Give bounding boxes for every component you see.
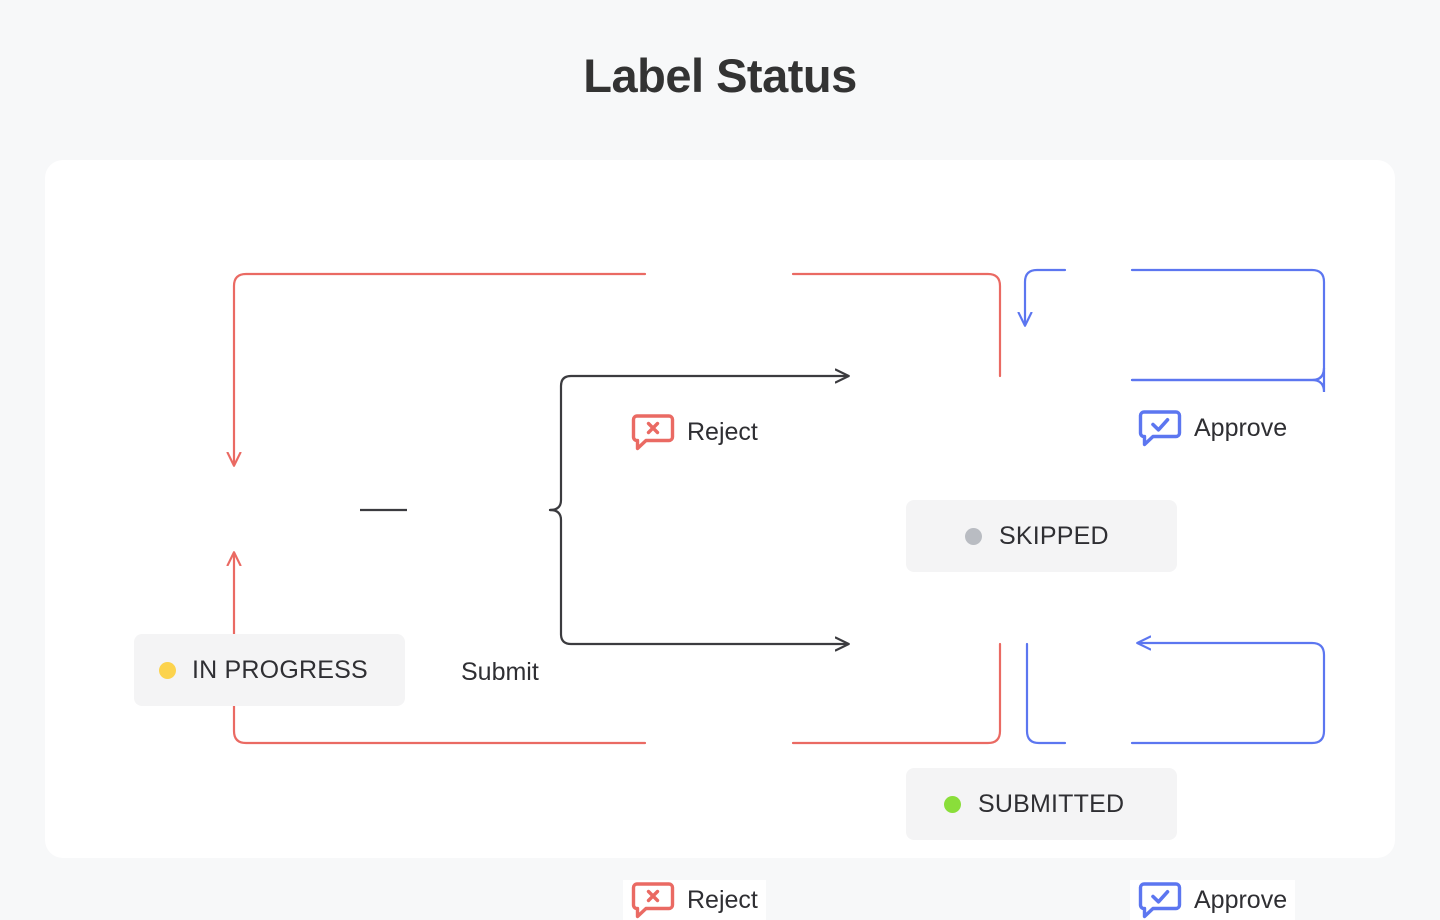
action-chip-reject-top[interactable]: Reject <box>623 412 766 452</box>
node-skipped[interactable]: SKIPPED <box>906 500 1177 572</box>
edge-reject-bottom-left <box>234 553 647 745</box>
edge-reject-bottom-right <box>791 642 1002 745</box>
node-in-progress-label: IN PROGRESS <box>192 655 368 684</box>
edge-reject-bottom-group <box>234 553 1002 745</box>
bubble-check-icon <box>1138 410 1182 447</box>
action-chip-approve-bottom[interactable]: Approve <box>1130 880 1296 920</box>
action-chip-approve-top[interactable]: Approve <box>1130 408 1296 448</box>
edge-approve-top-into-skipped <box>1025 268 1067 325</box>
node-submitted[interactable]: SUBMITTED <box>906 768 1177 840</box>
action-chip-reject-top-label: Reject <box>687 417 758 446</box>
edge-reject-top-left <box>234 272 647 465</box>
node-in-progress[interactable]: IN PROGRESS <box>134 634 405 706</box>
edge-approve-bottom-into-submitted <box>1130 643 1326 745</box>
bubble-x-icon <box>631 882 675 919</box>
edge-reject-top-right <box>791 272 1002 378</box>
action-chip-approve-bottom-label: Approve <box>1194 885 1288 914</box>
flow-connectors <box>45 268 1326 745</box>
edge-submit-to-submitted <box>548 508 848 644</box>
node-submitted-label: SUBMITTED <box>978 789 1125 818</box>
edge-label-submit: Submit <box>452 657 548 688</box>
node-skipped-label: SKIPPED <box>999 521 1109 550</box>
action-chip-reject-bottom-label: Reject <box>687 885 758 914</box>
edge-reject-top-group <box>234 272 1002 465</box>
action-chip-approve-top-label: Approve <box>1194 413 1288 442</box>
edge-submit-group <box>360 376 848 644</box>
bubble-x-icon <box>631 414 675 451</box>
status-dot-green <box>944 795 961 813</box>
edge-approve-top-group <box>1025 268 1326 393</box>
edge-approve-bottom-group <box>1025 642 1326 745</box>
bubble-check-icon <box>1138 882 1182 919</box>
edge-approve-top-loop <box>1130 268 1326 382</box>
diagram-card: IN PROGRESS SKIPPED SUBMITTED Submit Rej… <box>45 160 1395 920</box>
page-title: Label Status <box>583 49 857 102</box>
edge-approve-bottom-from-submitted <box>1025 642 1067 745</box>
action-chip-reject-bottom[interactable]: Reject <box>623 880 766 920</box>
status-dot-yellow <box>159 661 176 679</box>
status-dot-gray <box>965 527 982 545</box>
